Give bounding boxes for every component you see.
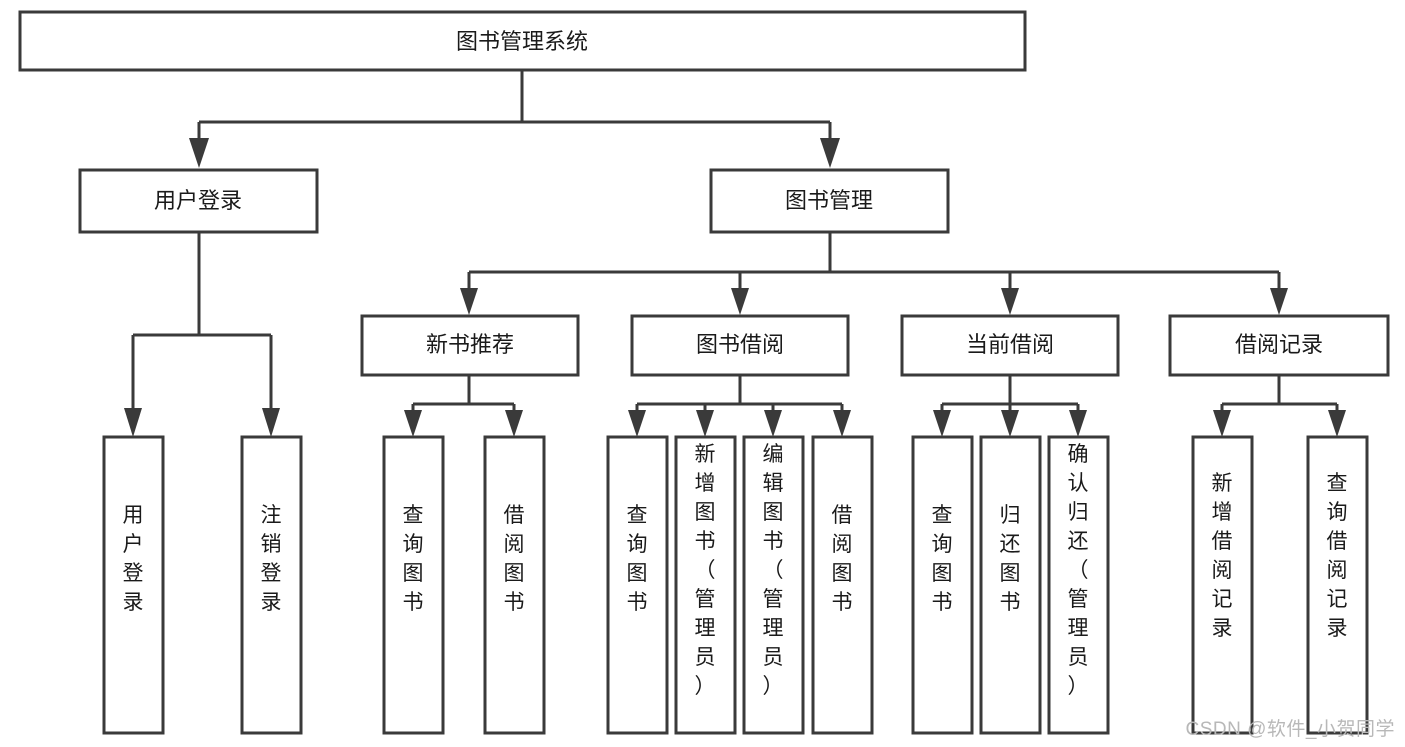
node-current-borrow-box[interactable] [900, 314, 1120, 377]
leaf-add-record-box[interactable] [1191, 435, 1254, 735]
leaf-node[interactable]: 查询图书 [382, 435, 445, 735]
arrow-head-leaf-query-book-2 [628, 410, 646, 437]
connector-group-user-login [124, 232, 280, 437]
node-borrow-record-box[interactable] [1168, 314, 1390, 377]
leaf-user-login-label: 用户登录 [123, 504, 144, 614]
node-user-login-label: 用户登录 [154, 188, 242, 213]
leaf-node[interactable]: 借阅图书 [811, 435, 874, 735]
arrow-head-borrow-record [1270, 288, 1288, 315]
leaf-query-book-1-box[interactable] [382, 435, 445, 735]
arrow-head-leaf-borrow-book-2 [833, 410, 851, 437]
node-book-management-label: 图书管理 [785, 188, 873, 213]
node-borrow-record[interactable]: 借阅记录 [1168, 314, 1390, 377]
connector-group-book-management [460, 232, 1288, 315]
arrow-head-leaf-query-record [1328, 410, 1346, 437]
node-root[interactable]: 图书管理系统 [18, 10, 1027, 72]
node-book-management-box[interactable] [709, 168, 950, 234]
node-book-management[interactable]: 图书管理 [709, 168, 950, 234]
arrow-head-new-book-recommend [460, 288, 478, 315]
node-book-borrow-label: 图书借阅 [696, 332, 784, 357]
leaf-query-book-1-label: 查询图书 [403, 504, 424, 614]
leaf-edit-book-box[interactable] [742, 435, 805, 735]
node-new-book-recommend[interactable]: 新书推荐 [360, 314, 580, 377]
leaf-node[interactable]: 查询借阅记录 [1306, 435, 1369, 735]
leaf-return-book-label: 归还图书 [1000, 504, 1021, 614]
leaf-logout-login-box[interactable] [240, 435, 303, 735]
leaf-add-record-label: 新增借阅记录 [1212, 472, 1233, 640]
arrow-head-book-borrow [731, 288, 749, 315]
leaf-confirm-return-box[interactable] [1047, 435, 1110, 735]
leaf-node[interactable]: 编辑图书（管理员） [742, 435, 805, 735]
arrow-head-leaf-logout-login [262, 408, 280, 437]
node-book-borrow[interactable]: 图书借阅 [630, 314, 850, 377]
connector-group-current-borrow [933, 375, 1087, 437]
leaf-edit-book-label: 编辑图书（管理员） [763, 443, 784, 698]
node-user-login[interactable]: 用户登录 [78, 168, 319, 234]
leaf-borrow-book-1-box[interactable] [483, 435, 546, 735]
leaf-borrow-book-2-label: 借阅图书 [832, 504, 853, 614]
leaf-add-book-box[interactable] [674, 435, 737, 735]
leaf-return-book-box[interactable] [979, 435, 1042, 735]
node-current-borrow-label: 当前借阅 [966, 332, 1054, 357]
leaf-node[interactable]: 用户登录 [102, 435, 165, 735]
leaf-add-book-label: 新增图书（管理员） [695, 443, 716, 698]
arrow-head-current-borrow [1001, 288, 1019, 315]
leaf-borrow-book-2-box[interactable] [811, 435, 874, 735]
leaf-query-book-2-box[interactable] [606, 435, 669, 735]
arrow-head-leaf-add-record [1213, 410, 1231, 437]
leaf-node[interactable]: 查询图书 [911, 435, 974, 735]
arrow-head-leaf-edit-book [764, 410, 782, 437]
node-borrow-record-label: 借阅记录 [1235, 332, 1323, 357]
arrow-head-leaf-query-book-1 [404, 410, 422, 437]
node-new-book-recommend-label: 新书推荐 [426, 332, 514, 357]
leaf-query-book-2-label: 查询图书 [627, 504, 648, 614]
node-new-book-recommend-box[interactable] [360, 314, 580, 377]
node-user-login-box[interactable] [78, 168, 319, 234]
leaf-confirm-return-label: 确认归还（管理员） [1068, 443, 1089, 698]
arrow-head-leaf-confirm-return [1069, 410, 1087, 437]
leaf-node[interactable]: 新增借阅记录 [1191, 435, 1254, 735]
connector-group-root [189, 70, 840, 168]
node-current-borrow[interactable]: 当前借阅 [900, 314, 1120, 377]
arrow-head-leaf-user-login [124, 408, 142, 437]
connector-group-borrow-record [1213, 375, 1346, 437]
csdn-watermark: CSDN @软件_小贺同学 [1185, 719, 1395, 740]
arrow-head-leaf-add-book [696, 410, 714, 437]
connector-group-book-borrow [628, 375, 851, 437]
leaf-borrow-book-1-label: 借阅图书 [504, 504, 525, 614]
leaf-query-book-3-box[interactable] [911, 435, 974, 735]
arrow-head-user-login [189, 138, 209, 168]
leaf-node[interactable]: 新增图书（管理员） [674, 435, 737, 735]
leaf-user-login-box[interactable] [102, 435, 165, 735]
node-book-borrow-box[interactable] [630, 314, 850, 377]
leaf-logout-login-label: 注销登录 [261, 504, 282, 614]
leaf-node[interactable]: 借阅图书 [483, 435, 546, 735]
leaf-node[interactable]: 注销登录 [240, 435, 303, 735]
arrow-head-leaf-query-book-3 [933, 410, 951, 437]
leaf-query-record-box[interactable] [1306, 435, 1369, 735]
leaf-node[interactable]: 查询图书 [606, 435, 669, 735]
arrow-head-book-management [820, 138, 840, 168]
arrow-head-leaf-borrow-book-1 [505, 410, 523, 437]
leaf-query-record-label: 查询借阅记录 [1327, 472, 1348, 640]
connector-group-new-book-recommend [404, 375, 523, 437]
arrow-head-leaf-return-book [1001, 410, 1019, 437]
leaf-node[interactable]: 归还图书 [979, 435, 1042, 735]
node-root-box[interactable] [18, 10, 1027, 72]
leaf-query-book-3-label: 查询图书 [932, 504, 953, 614]
node-root-label: 图书管理系统 [456, 29, 588, 54]
leaf-node[interactable]: 确认归还（管理员） [1047, 435, 1110, 735]
